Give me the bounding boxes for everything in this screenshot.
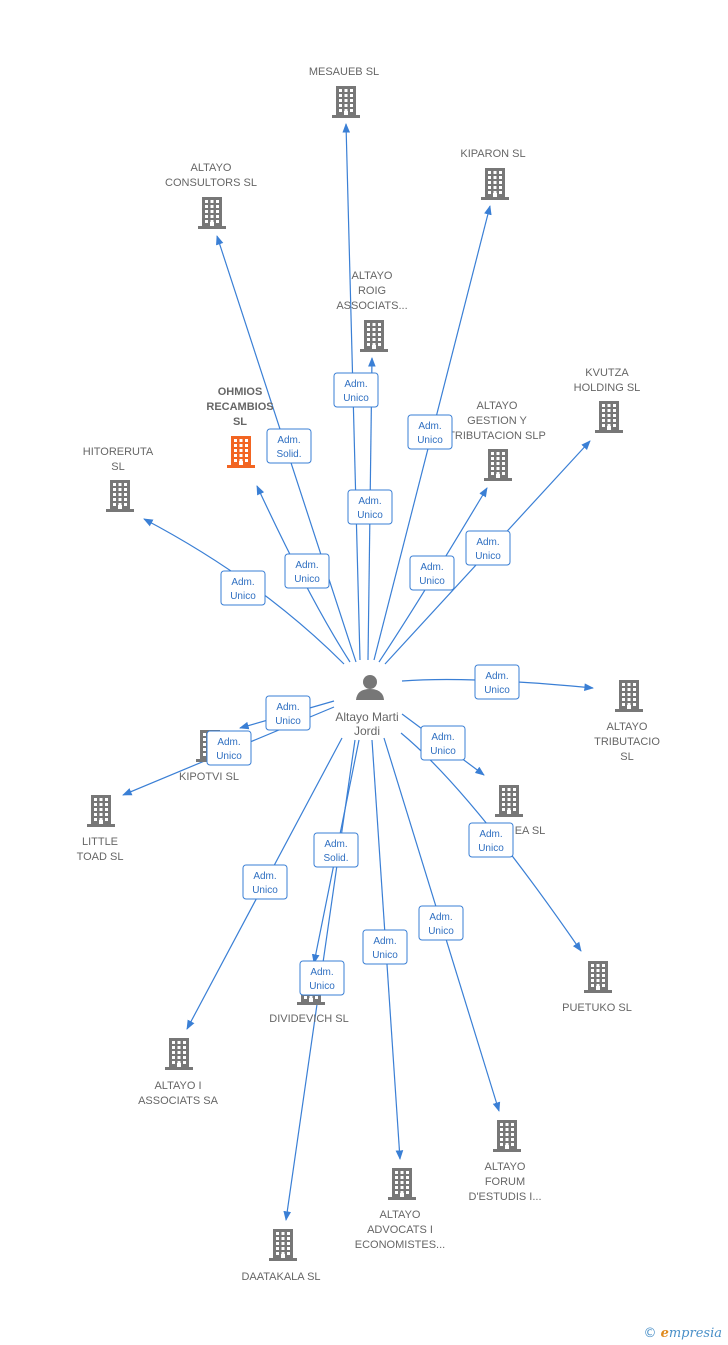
role-badge-uuea[interactable]: Adm.Unico [420, 725, 466, 761]
svg-text:Adm.Unico: Adm.Unico [216, 737, 242, 762]
building-icon-altayo-roig[interactable] [360, 320, 388, 352]
building-icon-little-toad[interactable] [87, 795, 115, 827]
building-icon-altayo-associats[interactable] [165, 1038, 193, 1070]
role-badge-little-toad[interactable]: Adm.Unico [206, 730, 252, 766]
svg-text:Adm.Unico: Adm.Unico [309, 967, 335, 992]
svg-text:Adm.Unico: Adm.Unico [430, 732, 456, 757]
building-icon-altayo-forum[interactable] [493, 1120, 521, 1152]
building-icon-kvutza[interactable] [595, 401, 623, 433]
svg-text:Adm.Unico: Adm.Unico [275, 702, 301, 727]
role-badge-kipotvi[interactable]: Adm.Unico [265, 695, 311, 731]
building-icon-ohmios[interactable] [227, 436, 255, 468]
building-icon-daatakala[interactable] [269, 1229, 297, 1261]
svg-text:Adm.Solid.: Adm.Solid. [323, 839, 348, 864]
node-label-dividevich[interactable]: DIVIDEVICH SL [269, 1013, 348, 1025]
svg-text:Adm.Unico: Adm.Unico [343, 379, 369, 404]
svg-text:Adm.Solid.: Adm.Solid. [276, 435, 301, 460]
node-label-kipotvi[interactable]: KIPOTVI SL [179, 771, 239, 783]
role-badge-ohmios[interactable]: Adm.Unico [284, 553, 330, 589]
role-badge-altayo-tributacio[interactable]: Adm.Unico [474, 664, 520, 700]
svg-text:Adm.Unico: Adm.Unico [417, 421, 443, 446]
node-label-daatakala[interactable]: DAATAKALA SL [241, 1271, 320, 1283]
empresia-logo-initial: e [660, 1326, 669, 1341]
copyright-symbol: © [643, 1326, 657, 1341]
building-icon-altayo-consultors[interactable] [198, 197, 226, 229]
svg-text:Adm.Unico: Adm.Unico [428, 912, 454, 937]
building-icon-hitoreruta[interactable] [106, 480, 134, 512]
svg-text:Adm.Unico: Adm.Unico [484, 671, 510, 696]
empresia-credit[interactable]: © empresia [643, 1326, 722, 1341]
role-badge-altayo-gestion[interactable]: Adm.Unico [409, 555, 455, 591]
roles-layer: Adm.UnicoAdm.Solid.Adm.UnicoAdm.UnicoAdm… [206, 372, 520, 996]
node-label-puetuko[interactable]: PUETUKO SL [562, 1002, 632, 1014]
role-badge-altayo-forum[interactable]: Adm.Unico [418, 905, 464, 941]
role-badge-hitoreruta[interactable]: Adm.Unico [220, 570, 266, 606]
role-badge-altayo-advocats[interactable]: Adm.Unico [362, 929, 408, 965]
person-icon [356, 675, 384, 700]
building-icon-kiparon[interactable] [481, 168, 509, 200]
building-icon-uuea[interactable] [495, 785, 523, 817]
role-badge-puetuko[interactable]: Adm.Unico [468, 822, 514, 858]
svg-text:Adm.Unico: Adm.Unico [419, 562, 445, 587]
role-badge-altayo-roig[interactable]: Adm.Unico [347, 489, 393, 525]
svg-text:Adm.Unico: Adm.Unico [475, 537, 501, 562]
node-label-mesaueb[interactable]: MESAUEB SL [309, 66, 379, 78]
building-icon-altayo-advocats[interactable] [388, 1168, 416, 1200]
svg-text:Adm.Unico: Adm.Unico [294, 560, 320, 585]
building-icon-altayo-gestion[interactable] [484, 449, 512, 481]
role-badge-daatakala[interactable]: Adm.Unico [299, 960, 345, 996]
role-badge-mesaueb[interactable]: Adm.Unico [333, 372, 379, 408]
edge-puetuko [400, 732, 582, 952]
svg-text:Adm.Unico: Adm.Unico [357, 496, 383, 521]
role-badge-kiparon[interactable]: Adm.Unico [407, 414, 453, 450]
svg-text:Adm.Unico: Adm.Unico [372, 936, 398, 961]
building-icon-puetuko[interactable] [584, 961, 612, 993]
empresia-logo-text: mpresia [668, 1326, 722, 1341]
role-badge-dividevich[interactable]: Adm.Solid. [313, 832, 359, 868]
svg-text:Adm.Unico: Adm.Unico [478, 829, 504, 854]
node-label-uuea[interactable]: EA SL [515, 825, 546, 837]
building-icon-mesaueb[interactable] [332, 86, 360, 118]
role-badge-altayo-consultors[interactable]: Adm.Solid. [266, 428, 312, 464]
role-badge-kvutza[interactable]: Adm.Unico [465, 530, 511, 566]
building-icon-altayo-tributacio[interactable] [615, 680, 643, 712]
node-label-kiparon[interactable]: KIPARON SL [460, 148, 525, 160]
svg-text:Adm.Unico: Adm.Unico [230, 577, 256, 602]
svg-text:Adm.Unico: Adm.Unico [252, 871, 278, 896]
role-badge-altayo-associats[interactable]: Adm.Unico [242, 864, 288, 900]
